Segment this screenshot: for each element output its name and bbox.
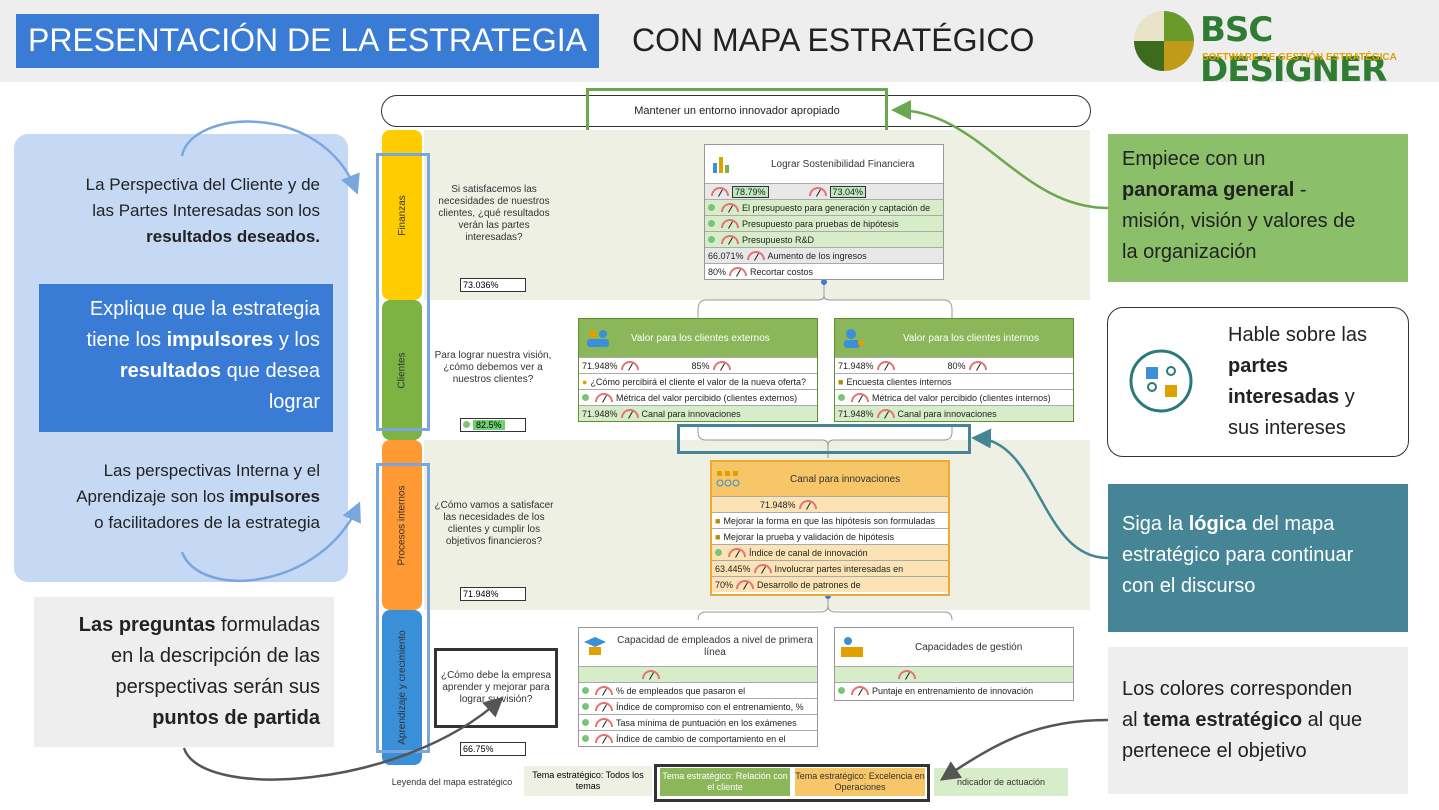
right-box3 — [1108, 484, 1408, 632]
legend-label: Leyenda del mapa estratégico — [391, 777, 513, 787]
question-clientes: Para lograr nuestra visión, ¿cómo debemo… — [434, 350, 552, 385]
right-box2 — [1107, 307, 1409, 457]
persp-aprendizaje: Aprendizaje y crecimiento — [382, 610, 422, 765]
legend-client-theme: Tema estratégico: Relación con el client… — [660, 768, 790, 796]
card-financial-sustainability[interactable]: Lograr Sostenibilidad Financiera 78.79%7… — [704, 144, 944, 280]
manager-icon — [841, 637, 863, 657]
title-rest: CON MAPA ESTRATÉGICO — [632, 22, 1035, 58]
pipeline-icon — [716, 471, 740, 487]
highlight-outcomes — [376, 153, 430, 431]
legend-highlight — [654, 764, 930, 802]
card-employee-capacity[interactable]: Capacidad de empleados a nivel de primer… — [578, 627, 818, 747]
logo-icon — [1134, 11, 1194, 71]
mission-bar — [381, 95, 1091, 127]
users-icon — [587, 330, 609, 347]
value-clientes: 82.5% — [460, 418, 526, 432]
right-box4-text: Los colores corresponden al tema estraté… — [1122, 678, 1363, 762]
card-innovation-channel[interactable]: Canal para innovaciones 71.948% ■Mejorar… — [710, 460, 950, 596]
right-box1-text: Empiece con un panorama general - misión… — [1122, 148, 1356, 263]
right-box1 — [1108, 134, 1408, 282]
value-procesos: 71.948% — [460, 587, 526, 601]
persp-procesos: Procesos internos — [382, 440, 422, 610]
card-internal-clients[interactable]: Valor para los clientes internos 71.948%… — [834, 318, 1074, 422]
graduate-icon — [584, 637, 606, 655]
title-highlight: PRESENTACIÓN DE LA ESTRATEGIA — [16, 14, 599, 68]
right-box2-text: Hable sobre las partes interesadas y sus… — [1228, 324, 1367, 439]
value-aprendizaje: 66.75% — [460, 742, 526, 756]
persp-finanzas: Finanzas — [382, 130, 422, 300]
legend-operations-theme: Tema estratégico: Excelencia en Operacio… — [795, 768, 925, 796]
highlight-drivers — [376, 463, 430, 753]
left-box3-text: Las perspectivas Interna y el Aprendizaj… — [76, 461, 320, 532]
user-icon — [844, 329, 864, 348]
question-finanzas: Si satisfacemos las necesidades de nuest… — [438, 184, 550, 243]
map-connectors — [697, 280, 953, 620]
left-box2 — [39, 284, 333, 432]
left-box4 — [34, 597, 334, 747]
left-box4-text: Las preguntas formuladas en la descripci… — [78, 614, 320, 729]
left-box2-text: Explique que la estrategia tiene los imp… — [86, 298, 320, 413]
persp-clientes: Clientes — [382, 300, 422, 440]
right-box3-text: Siga la lógica del mapa estratégico para… — [1122, 513, 1354, 597]
right-box4 — [1108, 647, 1408, 794]
question-procesos: ¿Cómo vamos a satisfacer las necesidades… — [434, 500, 554, 547]
value-finanzas: 73.036% — [460, 278, 526, 292]
logic-highlight — [677, 424, 971, 454]
bar-chart-icon — [713, 157, 729, 173]
logo-name: BSC DESIGNER — [1200, 10, 1387, 90]
legend-all-themes: Tema estratégico: Todos los temas — [524, 766, 652, 796]
logo-tagline: SOFTWARE DE GESTIÓN ESTRATÉGICA — [1202, 52, 1397, 63]
stakeholders-icon — [1129, 349, 1193, 413]
card-management-capacity[interactable]: Capacidades de gestión Puntaje en entren… — [834, 627, 1074, 701]
card-external-clients[interactable]: Valor para los clientes externos 71.948%… — [578, 318, 818, 422]
